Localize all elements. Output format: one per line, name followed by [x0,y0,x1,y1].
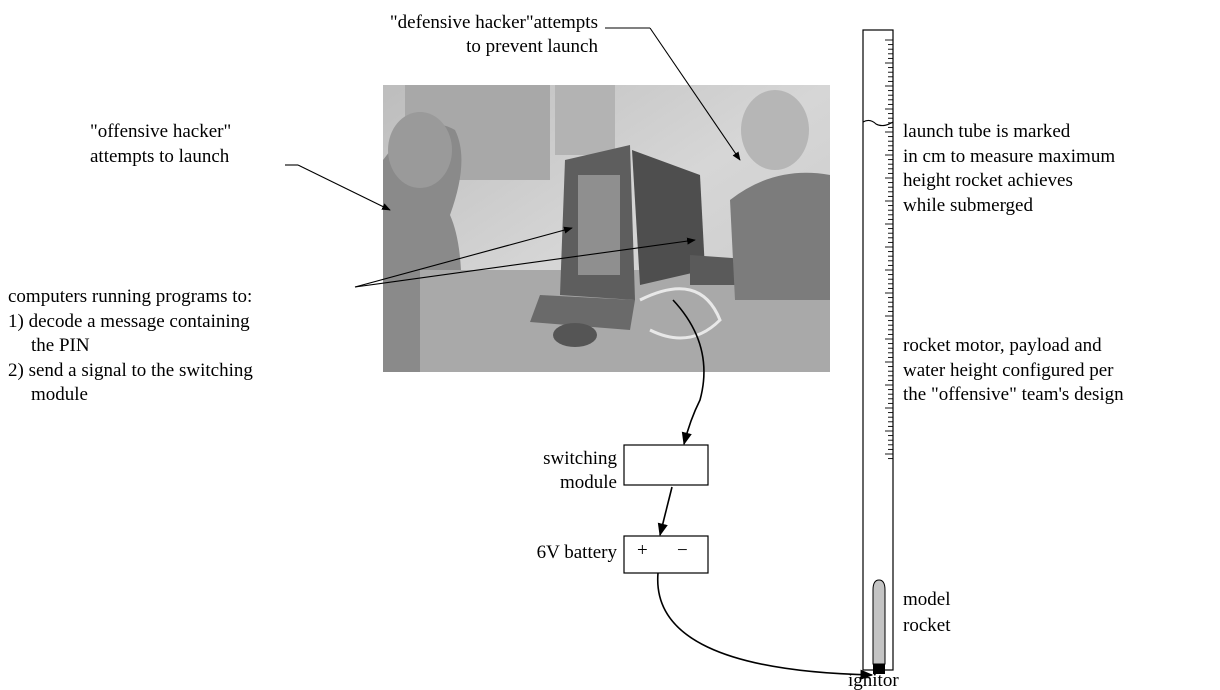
battery-box [623,535,709,574]
rocket-label-line2: rocket [903,615,951,636]
computers-label-line1: computers running programs to: [8,286,252,307]
battery-plus-sign: + [637,540,648,561]
battery-to-ignitor-wire [657,572,874,680]
tube-label-line4: while submerged [903,195,1033,216]
tube-label-line2: in cm to measure maximum [903,146,1115,167]
defensive-hacker-label-line1: "defensive hacker"attempts [390,12,598,33]
motor-label-line2: water height configured per [903,360,1114,381]
defensive-hacker-label-line2: to prevent launch [466,36,598,57]
switching-module-label-line2: module [560,472,617,493]
computers-label-line2: 1) decode a message containing [8,311,250,332]
offensive-hacker-label-line2: attempts to launch [90,146,230,167]
model-rocket [872,579,886,665]
ignitor-block [873,664,885,674]
motor-label-line3: the "offensive" team's design [903,384,1124,405]
tube-label-line1: launch tube is marked [903,121,1071,142]
battery-label: 6V battery [537,542,618,563]
computers-label-line3: the PIN [31,335,90,356]
defensive-leader-arrow [605,27,741,161]
rocket-label-line1: model [903,589,951,610]
switch-to-battery-wire [657,486,673,537]
team-photo [383,85,830,373]
battery-minus-sign: − [677,540,688,561]
cm-tick-marks [885,39,893,460]
offensive-leader-arrow [285,164,391,211]
motor-label-line1: rocket motor, payload and [903,335,1102,356]
tube-label-line3: height rocket achieves [903,170,1073,191]
launch-tube [862,29,894,671]
switching-module-box [623,444,709,486]
computers-label-line4: 2) send a signal to the switching [8,360,253,381]
signal-wire-to-switch [672,299,705,446]
computers-leader-arrows [354,226,696,288]
offensive-hacker-label-line1: "offensive hacker" [90,121,231,142]
switching-module-label-line1: switching [543,448,617,469]
computers-label-line5: module [31,384,88,405]
ignitor-label: ignitor [848,670,899,690]
